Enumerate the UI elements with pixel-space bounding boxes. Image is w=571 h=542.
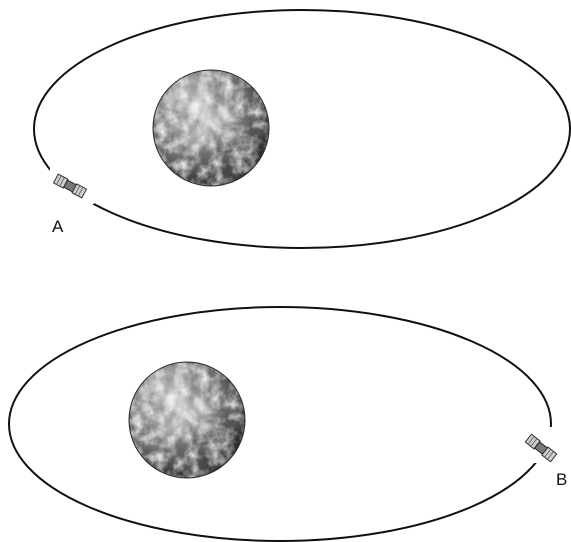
orbit-ellipse-top: [34, 10, 570, 248]
earth-icon: [153, 70, 269, 186]
top-panel: A: [34, 10, 570, 248]
earth-icon: [129, 362, 245, 478]
bottom-panel: B: [9, 307, 567, 541]
orbit-ellipse-bottom: [9, 307, 551, 541]
satellite-label-b: B: [556, 470, 567, 489]
satellite-label-a: A: [52, 217, 64, 236]
